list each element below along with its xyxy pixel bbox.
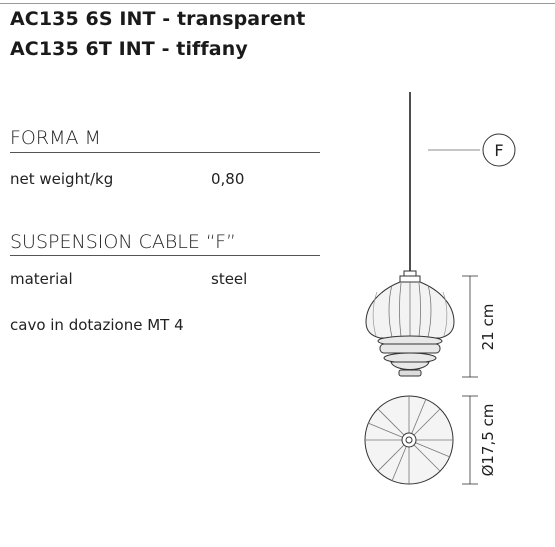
- callout-f-text: F: [494, 141, 503, 160]
- cable-included-note: cavo in dotazione MT 4: [10, 316, 184, 334]
- material-value: steel: [211, 270, 248, 288]
- net-weight-value: 0,80: [211, 170, 245, 188]
- material-label: material: [10, 270, 73, 288]
- lamp-top-view: [364, 395, 454, 485]
- lamp-cap: [399, 270, 421, 283]
- product-code-tiffany: AC135 6T INT - tiffany: [10, 38, 248, 60]
- height-dimension-label: 21 cm: [479, 304, 497, 351]
- section-forma-divider: [10, 152, 320, 153]
- callout-f-badge: F: [482, 133, 516, 167]
- height-dimension: [462, 275, 478, 378]
- section-cable-title: SUSPENSION CABLE “F”: [10, 231, 236, 253]
- section-cable-divider: [10, 255, 320, 256]
- section-forma-title: FORMA M: [10, 127, 101, 149]
- net-weight-label: net weight/kg: [10, 170, 114, 188]
- product-code-transparent: AC135 6S INT - transparent: [10, 8, 306, 30]
- lamp-body-side-view: [365, 281, 455, 377]
- diameter-dimension: [462, 395, 478, 485]
- top-rule: [0, 3, 555, 4]
- diameter-dimension-label: Ø17,5 cm: [479, 404, 497, 477]
